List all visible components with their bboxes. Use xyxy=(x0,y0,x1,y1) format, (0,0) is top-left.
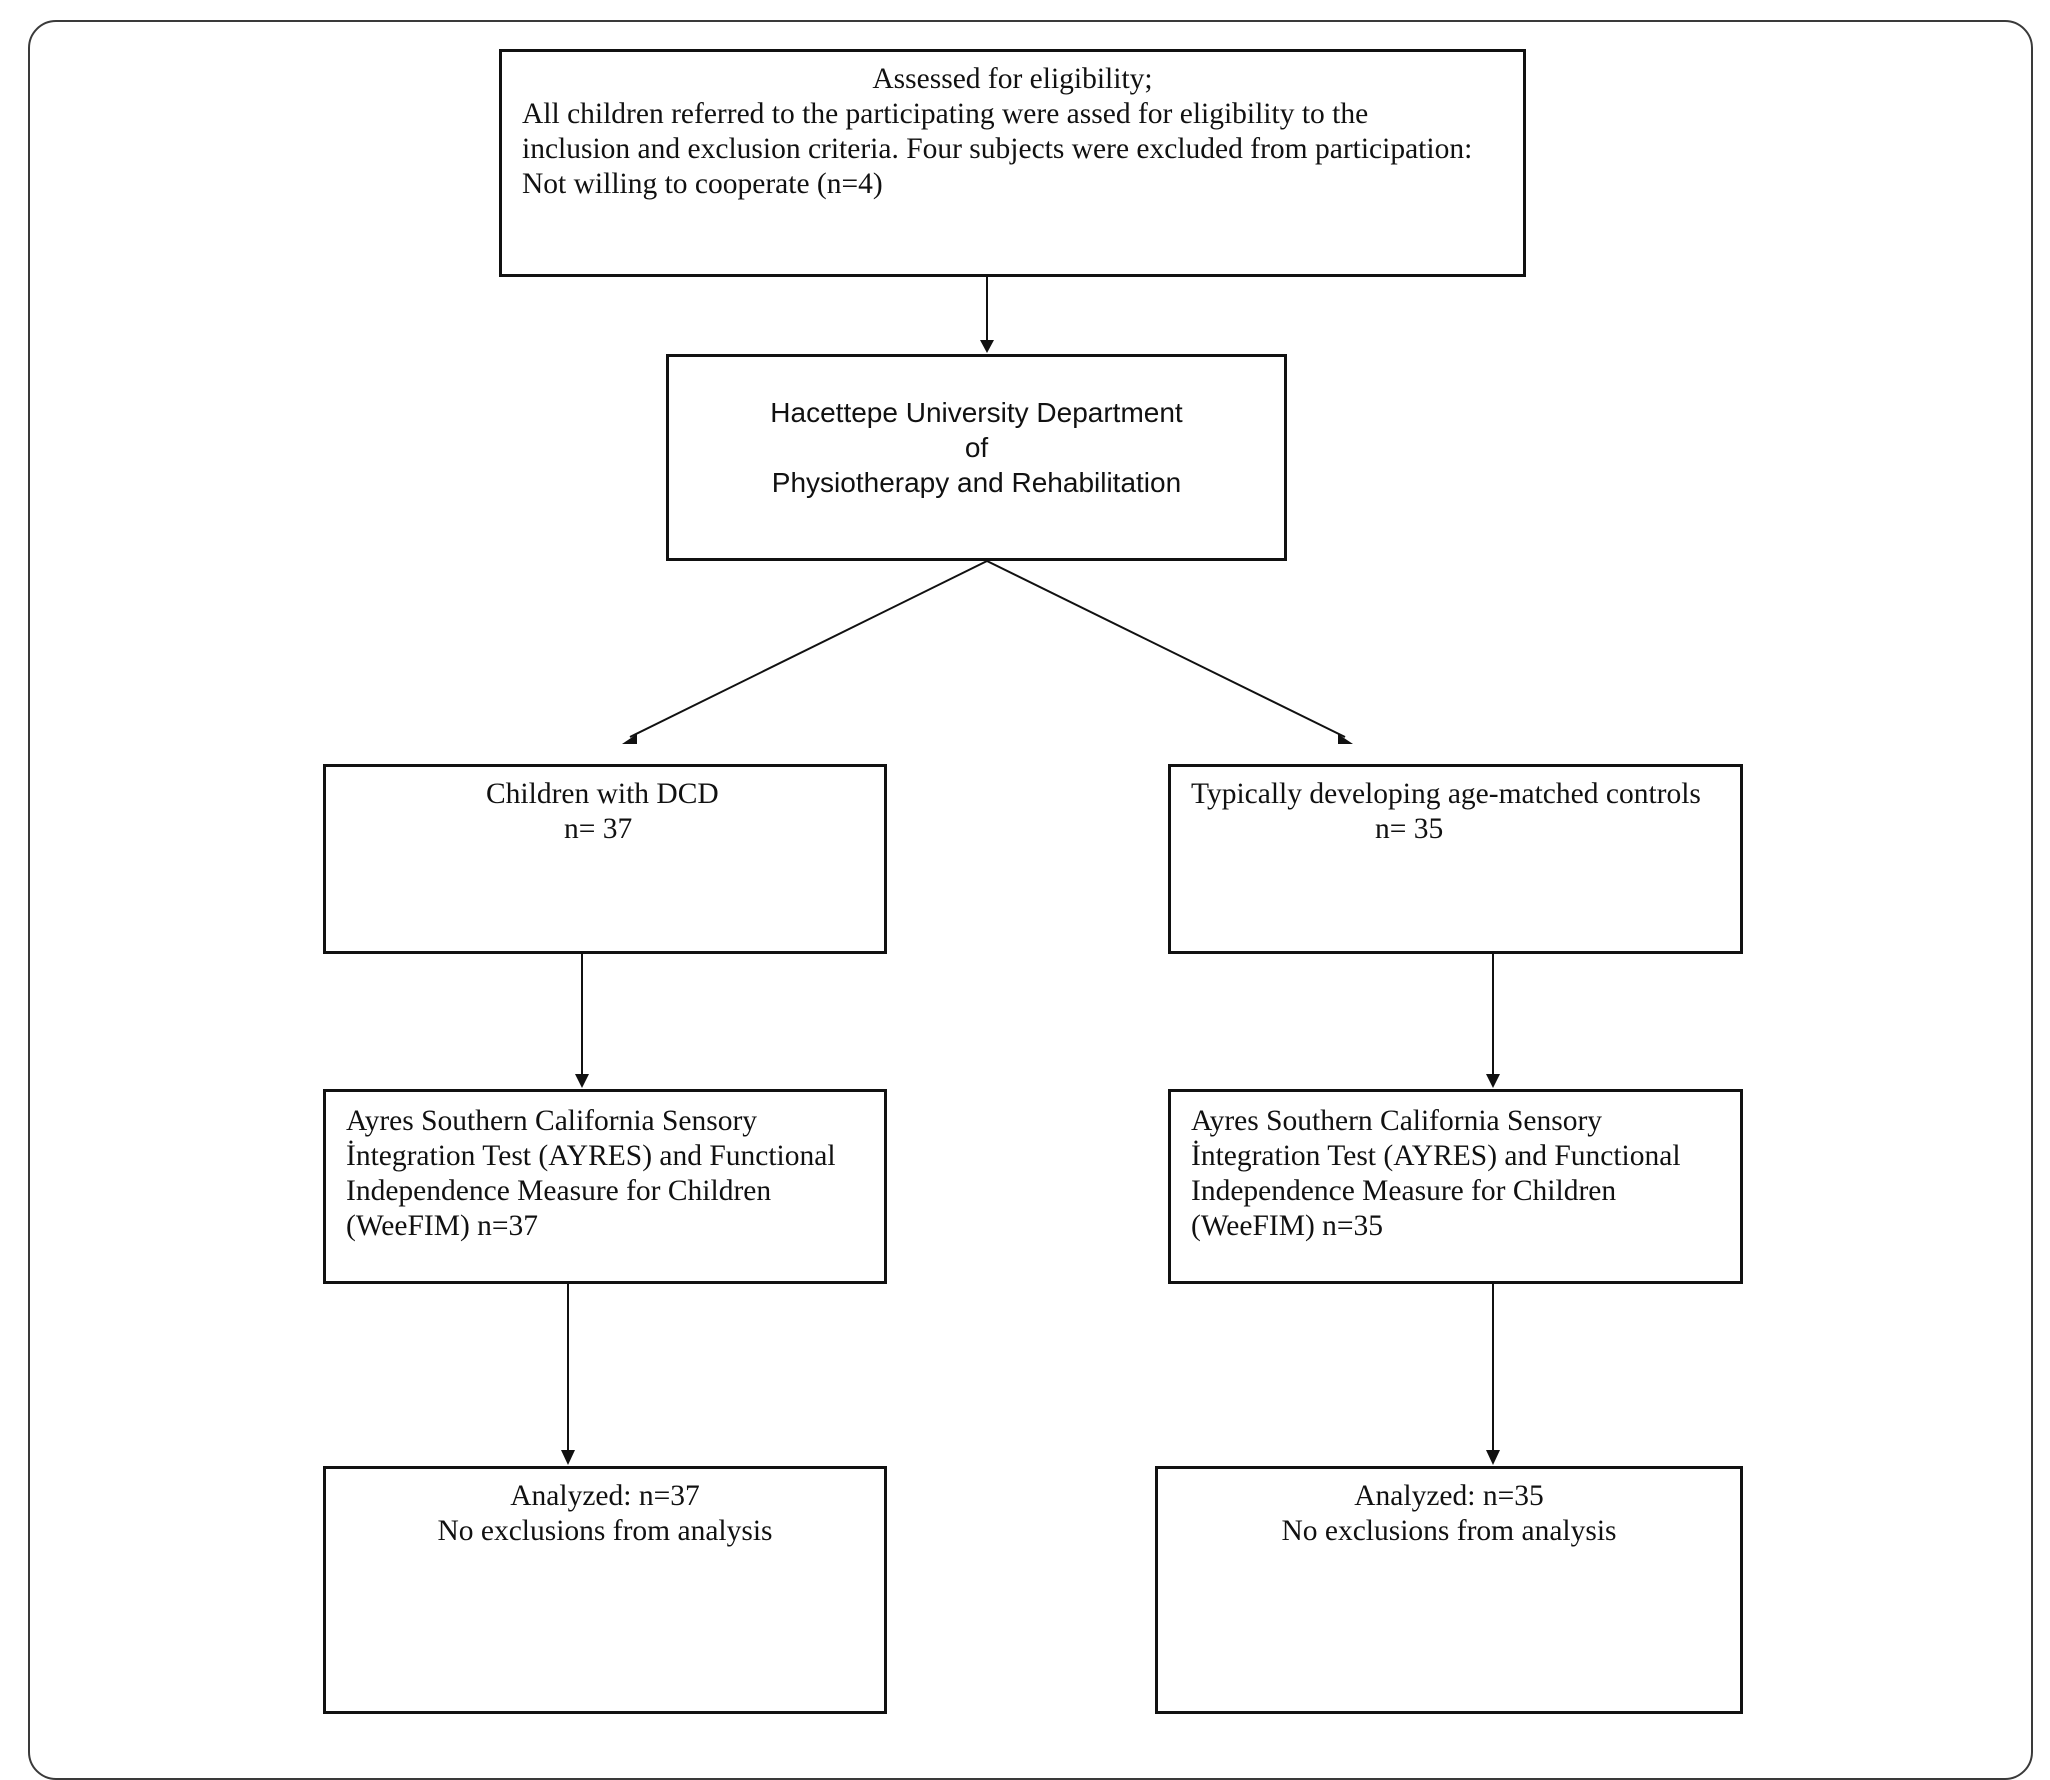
arrowhead-institution xyxy=(980,340,994,353)
arrowhead-control-analyzed xyxy=(1486,1450,1500,1465)
control-tests-line-3: Independence Measure for Children xyxy=(1191,1175,1617,1207)
arrow-institution-to-dcd-group xyxy=(629,560,988,738)
dcd-tests-line-3: Independence Measure for Children xyxy=(346,1175,772,1207)
dcd-analyzed-title: Analyzed: n=37 xyxy=(510,1480,700,1512)
control-group-title: Typically developing age-matched control… xyxy=(1191,778,1701,810)
eligibility-line-3: Not willing to cooperate (n=4) xyxy=(522,168,883,200)
eligibility-title: Assessed for eligibility; xyxy=(872,63,1153,95)
eligibility-box: Assessed for eligibility; All children r… xyxy=(499,49,1526,277)
dcd-tests-line-2: İntegration Test (AYRES) and Functional xyxy=(346,1140,836,1172)
dcd-tests-line-4: (WeeFIM) n=37 xyxy=(346,1210,539,1242)
control-analyzed-title: Analyzed: n=35 xyxy=(1354,1480,1544,1512)
control-group-box: Typically developing age-matched control… xyxy=(1168,764,1743,954)
arrowhead-dcd-group xyxy=(622,734,637,744)
arrowhead-control-group xyxy=(1338,734,1353,744)
institution-line-1: Hacettepe University Department xyxy=(770,397,1183,428)
dcd-analyzed-box: Analyzed: n=37 No exclusions from analys… xyxy=(323,1466,887,1714)
dcd-group-count: n= 37 xyxy=(564,813,633,845)
institution-box: Hacettepe University Department of Physi… xyxy=(666,354,1287,561)
control-tests-line-2: İntegration Test (AYRES) and Functional xyxy=(1191,1140,1681,1172)
arrowhead-control-tests xyxy=(1486,1074,1500,1088)
dcd-tests-box: Ayres Southern California Sensory İntegr… xyxy=(323,1089,887,1284)
control-analyzed-box: Analyzed: n=35 No exclusions from analys… xyxy=(1155,1466,1743,1714)
dcd-group-box: Children with DCD n= 37 xyxy=(323,764,887,954)
arrowhead-dcd-tests xyxy=(575,1074,589,1088)
control-tests-line-4: (WeeFIM) n=35 xyxy=(1191,1210,1384,1242)
eligibility-line-1: All children referred to the participati… xyxy=(522,98,1369,130)
institution-line-3: Physiotherapy and Rehabilitation xyxy=(771,467,1182,498)
institution-line-2: of xyxy=(964,432,989,463)
dcd-tests-line-1: Ayres Southern California Sensory xyxy=(346,1105,758,1137)
control-tests-line-1: Ayres Southern California Sensory xyxy=(1191,1105,1603,1137)
arrow-institution-to-control-group xyxy=(986,560,1346,738)
control-analyzed-note: No exclusions from analysis xyxy=(1281,1515,1617,1547)
control-tests-box: Ayres Southern California Sensory İntegr… xyxy=(1168,1089,1743,1284)
control-group-count: n= 35 xyxy=(1375,813,1444,845)
dcd-analyzed-note: No exclusions from analysis xyxy=(437,1515,773,1547)
dcd-group-title: Children with DCD xyxy=(486,778,719,810)
eligibility-line-2: inclusion and exclusion criteria. Four s… xyxy=(522,133,1473,165)
arrowhead-dcd-analyzed xyxy=(561,1450,575,1465)
